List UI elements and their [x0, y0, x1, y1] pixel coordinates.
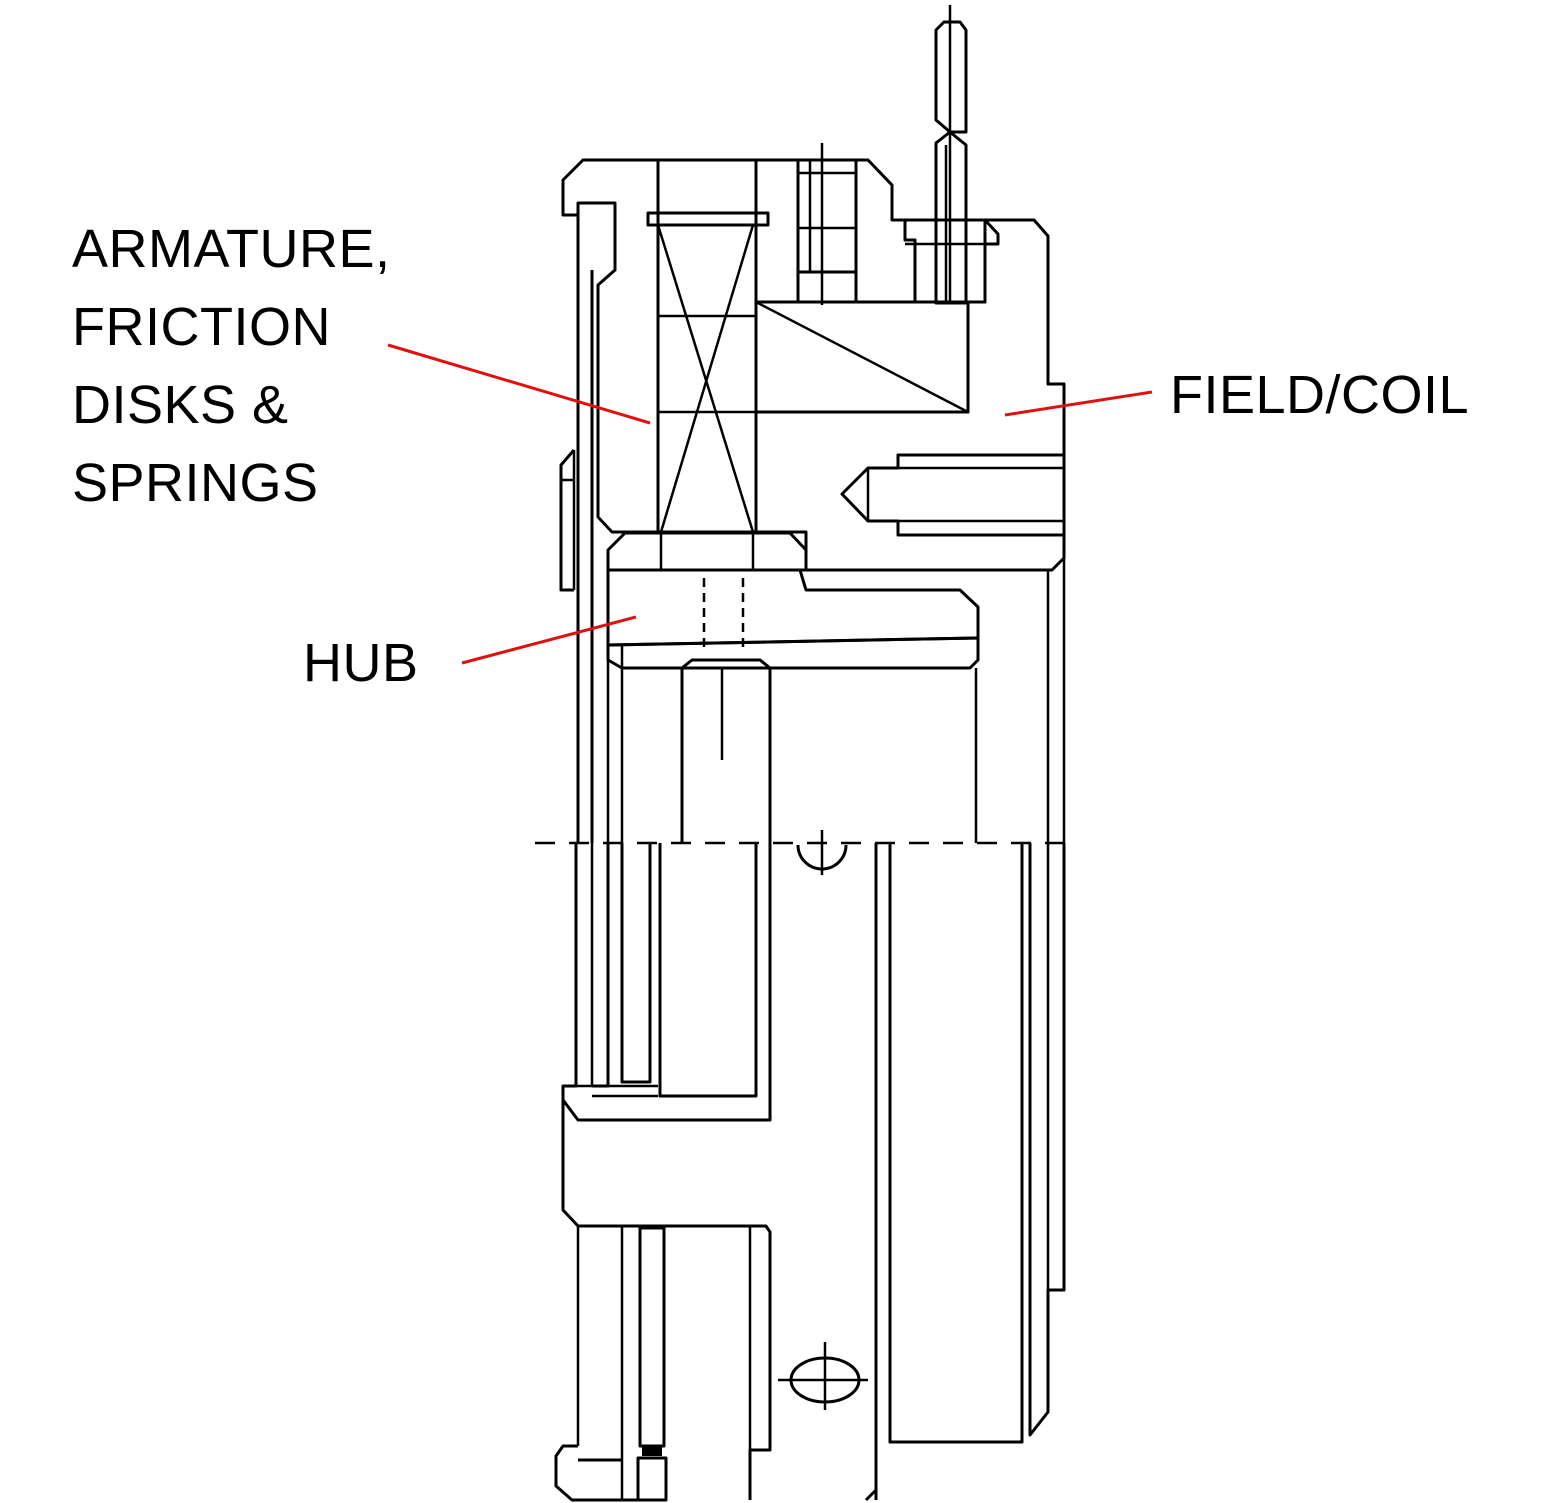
mounting-bracket-upper — [934, 20, 968, 134]
sleeve-tab — [559, 449, 576, 592]
lower-sleeve — [561, 843, 772, 1500]
spring-retainer — [646, 211, 770, 227]
lower-pin — [638, 1226, 666, 1448]
label-armature-line-1: ARMATURE, — [72, 219, 391, 279]
housing-right-plate — [754, 158, 917, 304]
lower-hub-step — [561, 843, 772, 1122]
top-bolt — [796, 158, 858, 274]
leader-armature — [387, 343, 651, 425]
label-armature-line-3: DISKS & — [72, 375, 289, 435]
lower-pin-end — [636, 1456, 668, 1502]
label-armature: ARMATURE, FRICTION DISKS & SPRINGS — [72, 210, 391, 522]
outer-sleeve-upper — [576, 215, 594, 843]
friction-disk-stack — [656, 158, 758, 534]
leader-hub — [461, 615, 637, 665]
label-field-coil: FIELD/COIL — [1170, 365, 1470, 425]
label-armature-line-2: FRICTION — [72, 297, 331, 357]
gear-ring — [606, 531, 808, 572]
coil-window-diagonal — [755, 300, 969, 414]
hub — [606, 568, 980, 647]
label-armature-line-4: SPRINGS — [72, 453, 319, 513]
lower-pin-tip — [642, 1446, 662, 1456]
field-tapped-hole — [840, 453, 1066, 537]
spring-cross-2 — [659, 224, 755, 533]
bracket-foot — [905, 218, 987, 304]
lower-body-curve — [864, 1488, 878, 1502]
lower-foot — [554, 1444, 638, 1502]
hub-flange — [606, 636, 980, 670]
mounting-bracket-lower — [934, 130, 968, 305]
label-hub: HUB — [303, 633, 419, 693]
key-upper — [680, 658, 772, 843]
lower-body-right — [874, 843, 1066, 1500]
spring-cross-1 — [656, 224, 755, 533]
leader-field-coil — [1004, 390, 1153, 417]
lower-hub-slot — [592, 843, 758, 1098]
